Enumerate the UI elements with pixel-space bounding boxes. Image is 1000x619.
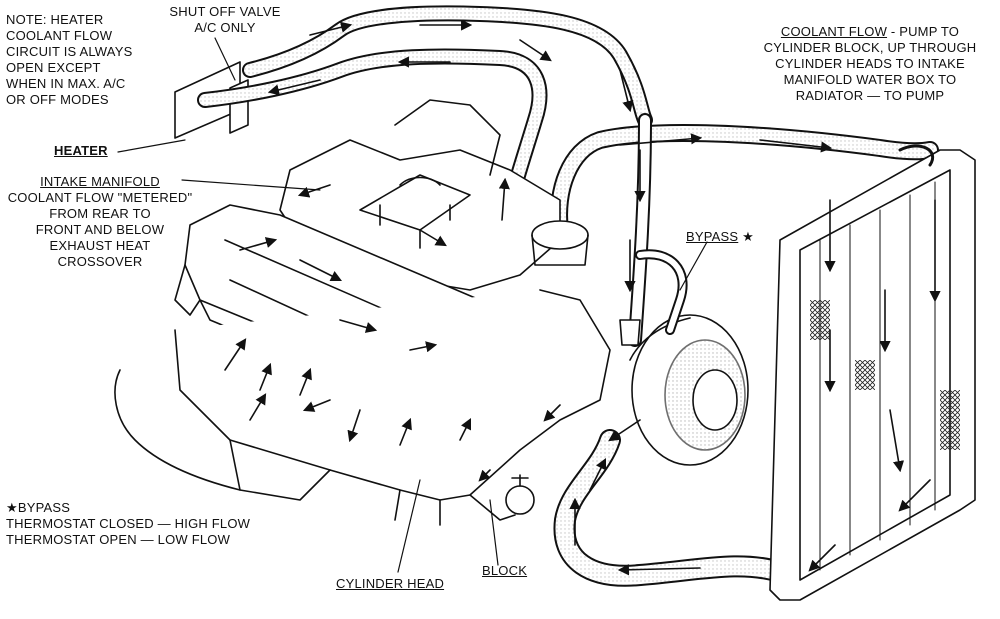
heater-hoses <box>197 5 653 268</box>
thermostat-housing <box>531 220 688 346</box>
intake-title: INTAKE MANIFOLD <box>40 174 160 189</box>
intake-line: CROSSOVER <box>57 254 143 269</box>
coolant-line: RADIATOR — TO PUMP <box>795 88 945 103</box>
bypass-note-line: ★BYPASS <box>6 500 71 515</box>
lower-radiator-hose <box>553 429 791 587</box>
bypass-note: ★BYPASS THERMOSTAT CLOSED — HIGH FLOW TH… <box>6 500 250 548</box>
bypass-callout: BYPASS ★ <box>686 229 754 245</box>
bypass-note-line: THERMOSTAT CLOSED — HIGH FLOW <box>6 516 251 531</box>
coolant-line: CYLINDER BLOCK, UP THROUGH <box>763 40 977 55</box>
bypass-callout-text: BYPASS <box>686 229 739 244</box>
leader-lines <box>117 37 708 573</box>
coolant-first-rest: - PUMP TO <box>887 24 960 39</box>
bypass-note-line: THERMOSTAT OPEN — LOW FLOW <box>6 532 231 547</box>
note-line: OR OFF MODES <box>6 92 109 107</box>
coolant-flow-label: COOLANT FLOW - PUMP TO CYLINDER BLOCK, U… <box>748 24 992 104</box>
heater-return-hose <box>628 113 652 347</box>
note-line: COOLANT FLOW <box>6 28 113 43</box>
intake-line: EXHAUST HEAT <box>49 238 151 253</box>
heater-label: HEATER <box>54 143 108 158</box>
shutoff-line: A/C ONLY <box>194 20 256 35</box>
coolant-title: COOLANT FLOW <box>780 24 888 39</box>
engine-block <box>114 289 611 526</box>
water-pump-pulley <box>629 314 749 466</box>
cylinder-head-label: CYLINDER HEAD <box>336 576 445 591</box>
note-line: CIRCUIT IS ALWAYS <box>6 44 133 59</box>
intake-line: COOLANT FLOW "METERED" <box>7 190 193 205</box>
heater-note: NOTE: HEATER COOLANT FLOW CIRCUIT IS ALW… <box>6 12 132 108</box>
coolant-flow-arrows <box>224 19 941 576</box>
note-line: OPEN EXCEPT <box>6 60 101 75</box>
star-icon: ★ <box>742 229 754 244</box>
coolant-line: MANIFOLD WATER BOX TO <box>783 72 957 87</box>
note-line: WHEN IN MAX. A/C <box>6 76 126 91</box>
radiator <box>769 144 976 601</box>
note-line: NOTE: HEATER <box>6 12 104 27</box>
upper-radiator-hose <box>550 124 939 239</box>
intake-manifold-label: INTAKE MANIFOLD COOLANT FLOW "METERED" F… <box>0 174 200 270</box>
coolant-line: CYLINDER HEADS TO INTAKE <box>775 56 965 71</box>
shutoff-valve-label: SHUT OFF VALVE A/C ONLY <box>165 4 285 36</box>
intake-line: FRONT AND BELOW <box>35 222 165 237</box>
shutoff-line: SHUT OFF VALVE <box>169 4 281 19</box>
block-label: BLOCK <box>482 563 528 578</box>
intake-line: FROM REAR TO <box>49 206 151 221</box>
